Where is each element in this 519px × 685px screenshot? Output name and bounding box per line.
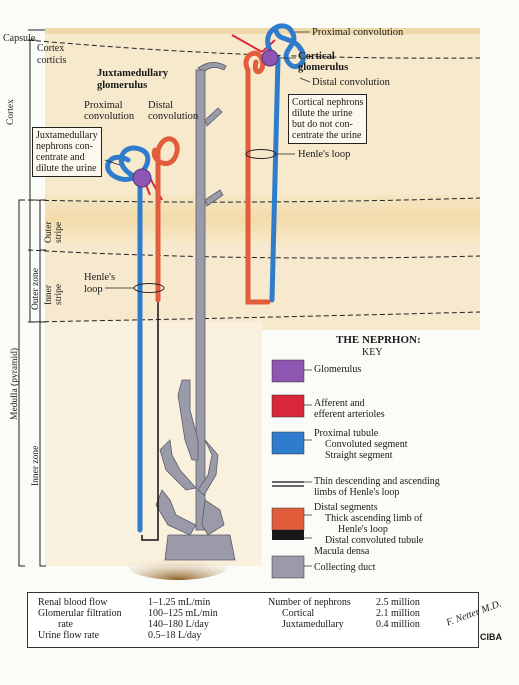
stat-cortical-label: Cortical — [282, 608, 315, 619]
key-text-distal-1: Distal segments — [314, 502, 378, 513]
key-text-distal-4: Distal convoluted tubule — [325, 535, 424, 546]
stat-urine-value: 0.5–18 L/day — [148, 630, 202, 641]
zone-label-outer-stripe-2: stripe — [54, 221, 64, 243]
zone-label-capsule: Capsule — [3, 33, 36, 44]
zone-label-outer-zone: Outer zone — [31, 268, 41, 310]
stat-urine-label: Urine flow rate — [38, 630, 100, 641]
cortical-glomerulus — [261, 49, 279, 67]
capsule-band — [45, 28, 480, 34]
juxta-thin-descending — [141, 300, 159, 541]
label-juxta-glomerulus-1: Juxtamedullary — [97, 68, 169, 79]
key-text-distal-2: Thick ascending limb of — [325, 513, 423, 524]
label-proximal-left-2: convolution — [84, 111, 135, 122]
key-subtitle: KEY — [362, 347, 383, 358]
key-text-proximal-1: Proximal tubule — [314, 428, 379, 439]
stats-table: Renal blood flow 1–1.25 mL/min Glomerula… — [27, 592, 479, 648]
stat-gfr-label-2: rate — [58, 619, 73, 630]
zone-label-outer-stripe-1: Outer — [44, 221, 54, 243]
stat-juxta-label: Juxtamedullary — [282, 619, 344, 630]
key-text-proximal-2: Convoluted segment — [325, 439, 408, 450]
label-henle-loop-left-2: loop — [84, 284, 103, 295]
cortical-note-line-2: dilute the urine — [292, 108, 353, 119]
cortical-note-line-3: but do not con- — [292, 119, 353, 130]
key-text-distal-3: Henle's loop — [338, 524, 388, 535]
zone-label-cortex: Cortex — [6, 99, 16, 125]
zone-label-cortex-corticis-1: Cortex — [37, 43, 65, 54]
key-swatch-arterioles — [271, 394, 305, 418]
cortical-note-line-4: centrate the urine — [292, 130, 362, 141]
key-text-collecting: Collecting duct — [314, 562, 376, 573]
label-distal-left-2: convolution — [148, 111, 199, 122]
label-distal-left-1: Distal — [148, 100, 174, 111]
key-swatch-proximal — [271, 431, 305, 455]
label-cortical-glomerulus-2: glomerulus — [298, 62, 349, 73]
label-juxta-glomerulus-2: glomerulus — [97, 80, 148, 91]
label-cortical-glomerulus-1: Cortical — [298, 51, 335, 62]
cortical-proximal-tubule — [265, 23, 306, 303]
label-henle-loop-right: Henle's loop — [298, 149, 351, 160]
ciba-logo: CIBA — [480, 632, 502, 642]
stat-rbf-label: Renal blood flow — [38, 597, 108, 608]
key-text-glomerulus: Glomerulus — [314, 364, 362, 375]
zone-label-inner-stripe-1: Inner — [44, 284, 54, 305]
juxta-note-line-2: nephrons con- — [36, 141, 93, 152]
juxta-note-line-1: Juxtamedullary — [36, 130, 98, 141]
juxta-distal-tubule — [151, 136, 180, 303]
stat-gfr-value-1: 100–125 mL/min — [148, 608, 218, 619]
label-proximal-convolution-top: Proximal convolution — [312, 27, 404, 38]
outer-stripe-band — [45, 195, 480, 243]
boundary-outer-zone — [27, 197, 481, 203]
stat-nephrons-value: 2.5 million — [376, 597, 420, 608]
key-text-arterioles-2: efferent arterioles — [314, 409, 385, 420]
zone-label-inner-stripe-2: stripe — [54, 283, 64, 305]
stat-gfr-label-1: Glomerular filtration — [38, 608, 122, 619]
key-swatches — [271, 359, 312, 579]
key-title: THE NEPRHON: — [336, 334, 421, 346]
juxta-glomerulus — [132, 168, 152, 188]
boundary-inner-stripe — [27, 249, 481, 259]
juxta-proximal-tubule — [105, 145, 151, 533]
key-swatch-distal — [271, 507, 305, 531]
zone-label-inner-zone: Inner zone — [31, 445, 41, 486]
leader-lines — [104, 31, 311, 289]
zone-label-medulla: Medulla (pyramid) — [10, 347, 20, 420]
stat-cortical-value: 2.1 million — [376, 608, 420, 619]
label-henle-loop-left-1: Henle's — [84, 272, 116, 283]
cortical-note-box: Cortical nephrons dilute the urine but d… — [288, 94, 368, 144]
key-text-proximal-3: Straight segment — [325, 450, 393, 461]
juxtamedullary-note-box: Juxtamedullary nephrons con- centrate an… — [32, 127, 102, 177]
boundary-inner-zone — [27, 311, 481, 323]
key-text-distal-5: Macula densa — [314, 546, 370, 557]
label-distal-convolution-right: Distal convolution — [312, 77, 390, 88]
inner-zone-band — [45, 321, 262, 566]
collecting-duct — [155, 62, 236, 561]
juxtamedullary-nephron — [105, 136, 180, 541]
label-proximal-left-1: Proximal — [84, 100, 123, 111]
stat-rbf-value: 1–1.25 mL/min — [148, 597, 211, 608]
stat-gfr-value-2: 140–180 L/day — [148, 619, 209, 630]
inner-stripe-band — [45, 243, 480, 321]
zone-label-cortex-corticis-2: corticis — [37, 55, 67, 66]
juxta-note-line-3: centrate and — [36, 152, 85, 163]
key-text-thin-1: Thin descending and ascending — [314, 476, 440, 487]
zone-brackets — [18, 29, 46, 567]
key-swatch-glomerulus — [271, 359, 305, 383]
stat-juxta-value: 0.4 million — [376, 619, 420, 630]
stat-nephrons-label: Number of nephrons — [268, 597, 351, 608]
cortical-nephron — [231, 23, 306, 305]
key-swatch-collecting — [271, 555, 305, 579]
key-text-thin-2: limbs of Henle's loop — [314, 487, 400, 498]
cortical-note-line-1: Cortical nephrons — [292, 97, 364, 108]
juxta-note-line-4: dilute the urine — [36, 163, 97, 174]
key-text-arterioles-1: Afferent and — [314, 398, 365, 409]
key-swatch-macula — [272, 530, 304, 540]
